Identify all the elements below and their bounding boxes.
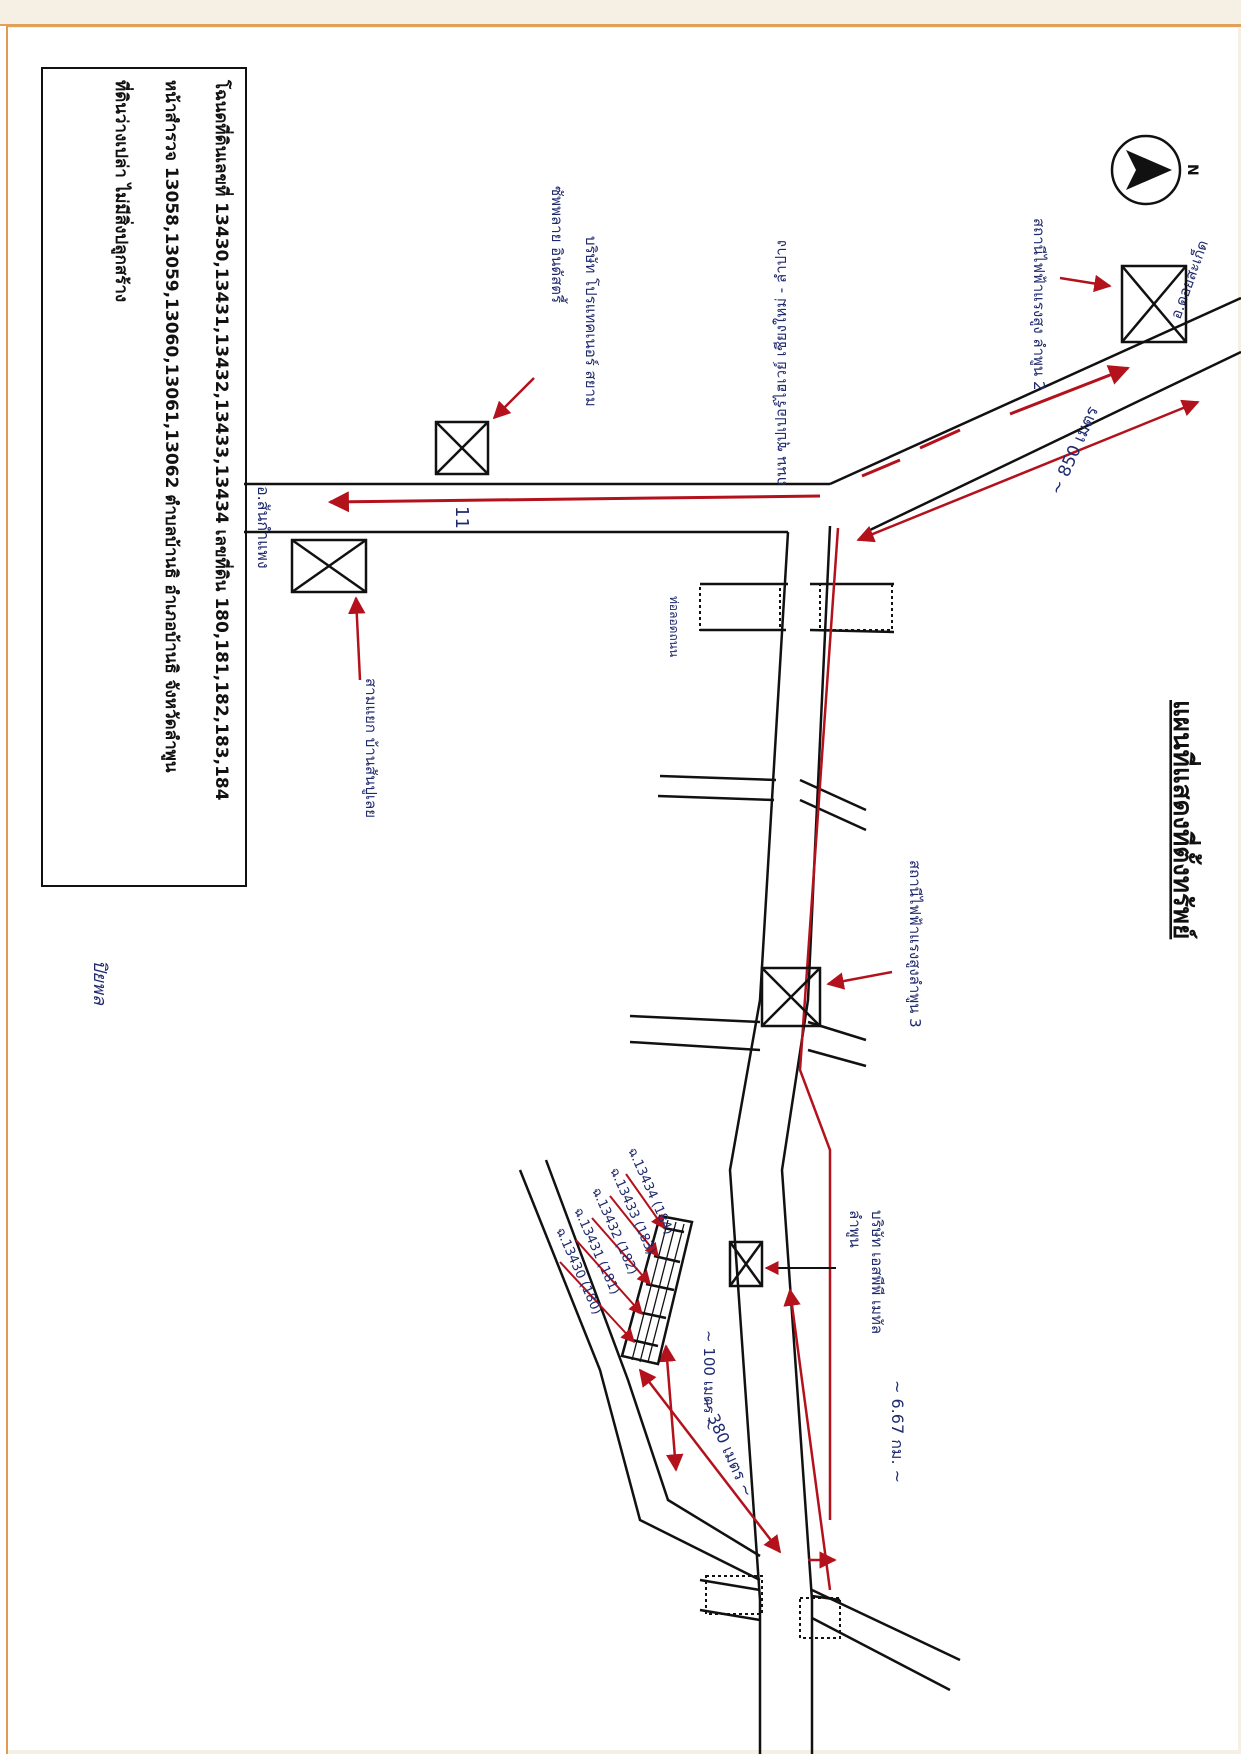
legend-line-2: หน้าสำรวจ 13058,13059,13060,13061,13062 …	[160, 80, 181, 773]
dimension-850m: ~ 850 เมตร	[856, 399, 1200, 543]
label-dist-100m: ~ 100 เมตร ~	[700, 1330, 718, 1431]
legend-box: โฉนดที่ดินเลขที่ 13430,13431,13432,13433…	[41, 67, 247, 887]
paper-left-edge	[0, 26, 8, 1754]
label-power-station-3: สถานีไฟฟ้าแรงสูงลำพูน 3	[906, 860, 924, 1028]
landmark-spp-metal	[728, 1240, 764, 1288]
map-title: แผนที่แสดงที่ตั้งทรัพย์	[1167, 700, 1203, 939]
arrow-tool-company	[492, 377, 535, 420]
label-tool-company-a: บริษัท โปรแทคเนอร์ สยาม	[582, 236, 600, 407]
landmark-power-station	[1120, 264, 1188, 344]
arrow-power-station	[1059, 274, 1112, 293]
label-temple: สามแยก บ้านสันปูเลย	[362, 678, 380, 818]
arrow-temple	[348, 596, 366, 681]
label-to-san-kamphaeng: อ.สันกำแพง	[254, 486, 273, 569]
signature: ปิยพล	[89, 960, 110, 1006]
label-to-doi-saket: อ.ดอยสะเก็ด	[1166, 237, 1212, 321]
svg-text:~ 850 เมตร: ~ 850 เมตร	[1046, 403, 1103, 498]
landmark-tool-company	[434, 420, 490, 476]
legend-line-1: โฉนดที่ดินเลขที่ 13430,13431,13432,13433…	[211, 79, 234, 801]
north-label: N	[1184, 164, 1200, 176]
legend-line-3: ที่ดินว่างเปล่า ไม่มีสิ่งปลูกสร้าง	[110, 80, 134, 302]
parcel-arrows	[559, 1173, 665, 1344]
landmark-temple	[290, 538, 368, 594]
side-road	[518, 525, 961, 1754]
label-road-name: ถนน ซุปเปอร์ไฮเวย์ เชียงใหม่ - ลำปาง	[772, 240, 791, 486]
culvert-marks	[699, 583, 893, 1639]
label-culvert: ท่อลอดถนน	[667, 596, 681, 657]
north-arrow-icon: N	[1110, 134, 1200, 206]
label-tool-company-b: ซัพพลาย อินดัสตรี้	[548, 186, 568, 304]
paper-top-edge	[0, 24, 1241, 27]
landmark-power-station-3	[760, 966, 822, 1028]
label-highway-11: 11	[451, 506, 472, 529]
label-spp-metal-b: ลำพูน	[846, 1210, 864, 1248]
label-spp-metal-a: บริษัท เอสพีพี เมทัล	[868, 1210, 886, 1334]
label-dist-6-67km: ~ 6.67 กม. ~	[888, 1380, 907, 1483]
paper-sheet	[6, 28, 1238, 1750]
route-line	[638, 527, 840, 1591]
arrow-power-station-3	[826, 970, 893, 990]
label-power-station-a: สถานีไฟฟ้าแรงสูง ลำพูน 2	[1030, 218, 1048, 391]
